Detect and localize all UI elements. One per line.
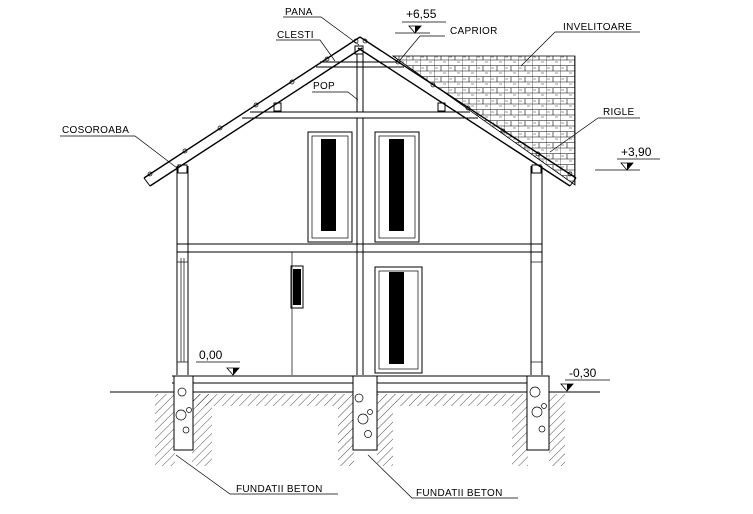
ridge-purlin <box>354 45 364 55</box>
label-pana: PANA <box>285 7 313 18</box>
level-eave-marker <box>595 158 660 171</box>
level-ridge-marker <box>395 21 446 34</box>
foundation-center <box>352 375 378 451</box>
collar-tie <box>316 61 404 68</box>
window-small-left <box>290 265 304 309</box>
foundation-right <box>526 375 550 451</box>
level-eave-text: +3,90 <box>621 145 652 159</box>
walls <box>176 118 543 375</box>
rafter-bolts <box>147 38 573 177</box>
label-clesti: CLESTI <box>277 30 314 41</box>
label-fundatii-left: FUNDATII BETON <box>236 484 323 495</box>
label-invelitoare: INVELITOARE <box>563 22 632 33</box>
attic-beam <box>242 102 478 119</box>
label-pop: POP <box>313 81 335 92</box>
label-fundatii-center: FUNDATII BETON <box>416 488 503 499</box>
window-lower-right <box>374 266 423 374</box>
roof-tiles <box>391 55 576 186</box>
roof-rafters <box>143 36 577 187</box>
label-rigle: RIGLE <box>603 107 635 118</box>
roof-post <box>356 54 364 112</box>
window-upper-right <box>374 131 420 243</box>
ground <box>110 391 600 466</box>
level-floor-marker <box>196 361 240 376</box>
level-ground-text: -0,30 <box>569 366 597 380</box>
window-upper-left <box>307 131 353 243</box>
level-floor-text: 0,00 <box>199 348 223 362</box>
level-ground-marker <box>560 379 610 392</box>
leader-lines <box>60 16 640 499</box>
foundation-left <box>173 375 194 451</box>
label-cosoroaba: COSOROABA <box>62 125 129 136</box>
label-caprior: CAPRIOR <box>450 26 498 37</box>
level-ridge-text: +6,55 <box>406 7 437 21</box>
